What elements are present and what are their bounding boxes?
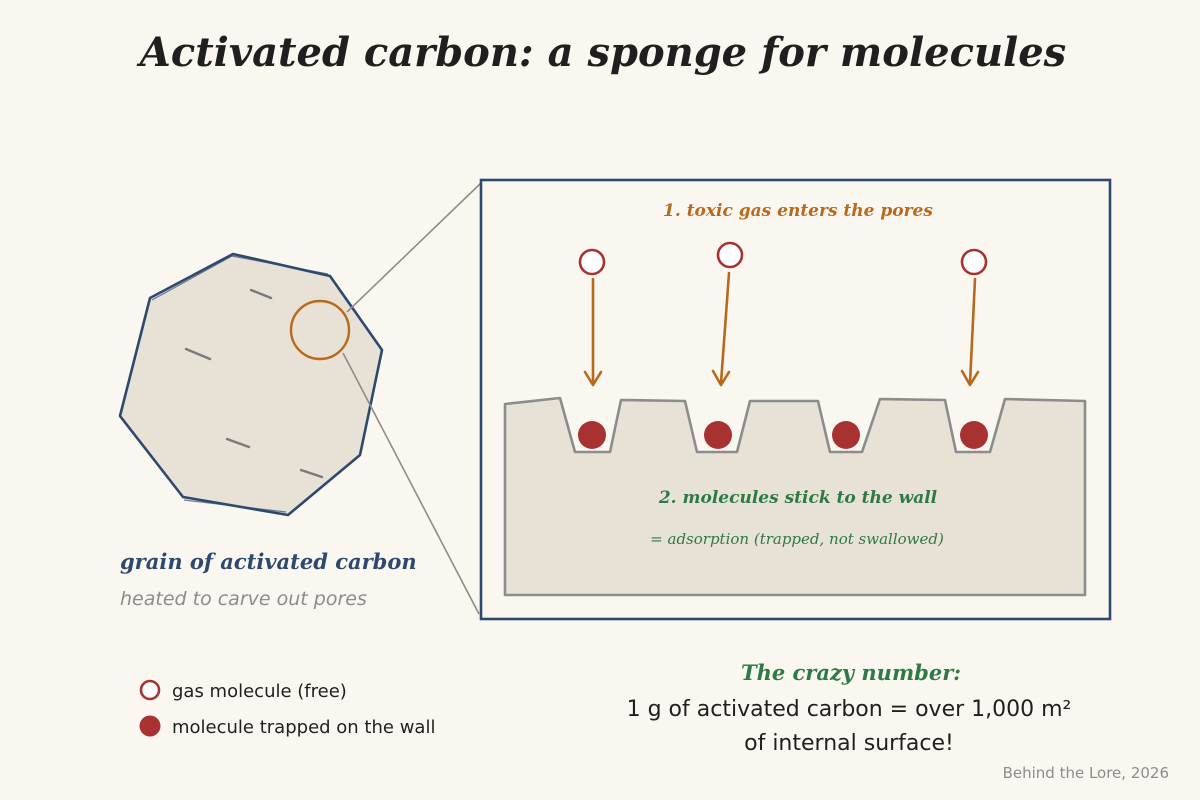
zoom-connector-line [346,182,482,313]
pore-marks [184,288,324,479]
free-gas-molecule [716,241,744,269]
step1-label: 1. toxic gas enters the pores [663,201,933,221]
trapped-molecule [704,421,732,449]
credit-text: Behind the Lore, 2026 [1003,764,1169,782]
grain-sublabel: heated to carve out pores [120,588,367,610]
down-arrow-icon [583,277,603,387]
step2-label: 2. molecules stick to the wall [658,488,938,508]
grain-label: grain of activated carbon [120,549,417,574]
trapped-molecule [960,421,988,449]
fact-box: The crazy number: 1 g of activated carbo… [627,660,1072,756]
trapped-molecule [832,421,860,449]
legend-free-label: gas molecule (free) [172,681,347,702]
adsorption-note: = adsorption (trapped, not swallowed) [650,530,944,548]
legend: gas molecule (free) molecule trapped on … [139,679,435,738]
pore-mark [249,288,273,300]
pore-wall-surface [503,396,1087,597]
zoom-connector-line [342,352,480,615]
pore-mark [225,437,251,449]
pore-mark [299,468,324,479]
free-gas-molecule [960,248,988,276]
down-arrow-icon [960,277,980,387]
grain-shape [118,252,384,517]
trapped-molecule-icon [139,715,161,737]
free-molecule-icon [139,679,161,701]
fact-line-2: of internal surface! [744,731,954,756]
free-gas-molecule [578,248,606,276]
trapped-molecule [578,421,606,449]
legend-trapped-label: molecule trapped on the wall [172,717,435,738]
fact-heading: The crazy number: [741,660,961,685]
carbon-grain [118,252,384,517]
pore-mark [184,347,212,361]
fact-line-1: 1 g of activated carbon = over 1,000 m² [627,697,1072,722]
down-arrow-icon [711,271,731,387]
zoom-focus-circle [289,299,351,361]
page-title: Activated carbon: a sponge for molecules [136,29,1066,76]
grain-sketch-stroke [183,499,287,513]
zoom-panel: 1. toxic gas enters the pores [479,178,1112,621]
grain-sketch-stroke [151,255,329,301]
